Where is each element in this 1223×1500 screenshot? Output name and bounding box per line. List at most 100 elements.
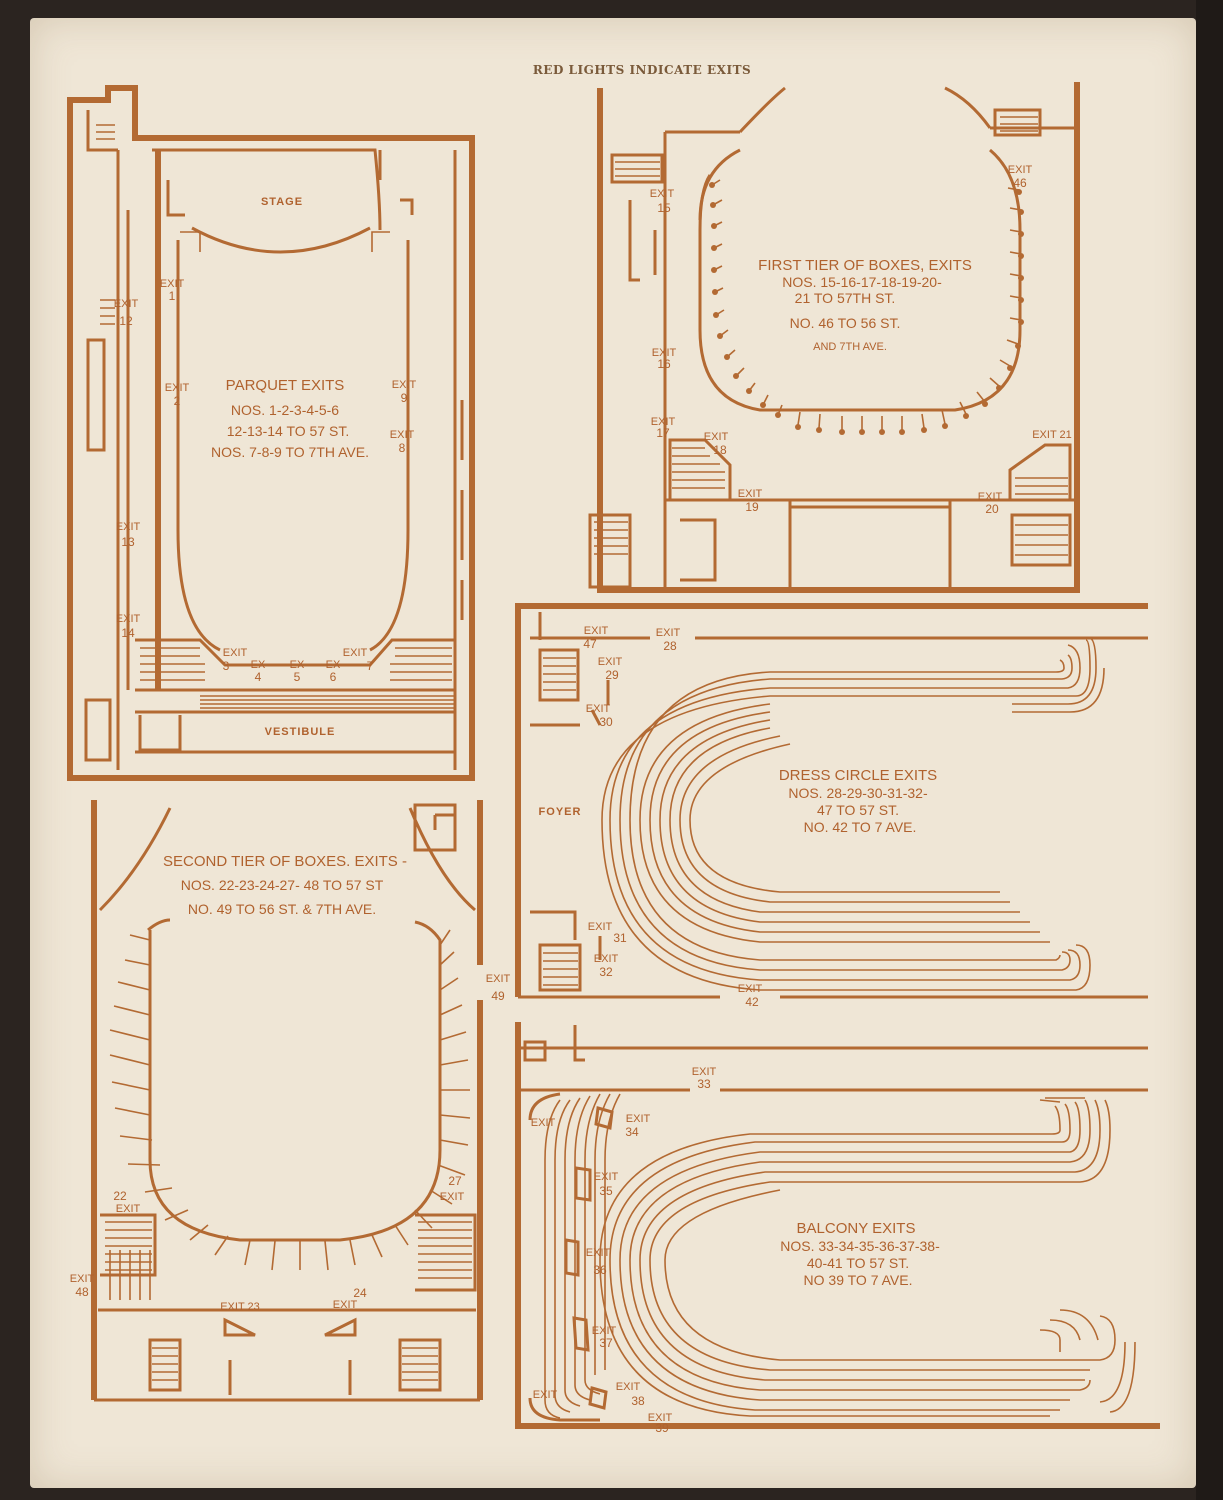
dress-circle-plan: FOYER DRESS CIRCLE EXITS NOS. 28-29-30-3… <box>515 603 1148 1009</box>
dress-circle-line-3: NO. 42 TO 7 AVE. <box>804 819 917 835</box>
svg-text:13: 13 <box>121 535 135 549</box>
svg-text:15: 15 <box>657 201 671 215</box>
vestibule-label: VESTIBULE <box>265 726 336 738</box>
svg-text:EXIT: EXIT <box>616 1381 641 1393</box>
svg-text:19: 19 <box>745 500 759 514</box>
svg-text:EXIT: EXIT <box>626 1113 651 1125</box>
svg-text:EXIT: EXIT <box>650 188 675 200</box>
svg-text:EXIT: EXIT <box>165 382 190 394</box>
svg-text:8: 8 <box>399 441 406 455</box>
exit-13: EXIT 13 <box>116 521 141 549</box>
svg-text:32: 32 <box>599 965 613 979</box>
balcony-line-1: NOS. 33-34-35-36-37-38- <box>780 1238 940 1254</box>
svg-text:EXIT: EXIT <box>978 491 1003 503</box>
second-tier-line-2: NO. 49 TO 56 ST. & 7TH AVE. <box>188 901 376 917</box>
parquet-plan: STAGE VESTIBULE PARQUET EXITS NOS. 1-2-3… <box>67 85 475 781</box>
exit-balcony-bottom: EXIT <box>533 1389 558 1401</box>
exit-4: EX4 <box>251 659 266 684</box>
svg-text:16: 16 <box>657 357 671 371</box>
svg-text:37: 37 <box>599 1336 613 1350</box>
svg-text:31: 31 <box>613 931 627 945</box>
second-tier-line-1: NOS. 22-23-24-27- 48 TO 57 ST <box>181 877 384 893</box>
second-tier-box-ticks <box>109 929 471 1271</box>
svg-text:EXIT: EXIT <box>486 973 511 985</box>
svg-text:28: 28 <box>663 639 677 653</box>
exit-6: EX6 <box>326 659 341 684</box>
svg-text:EXIT: EXIT <box>70 1273 95 1285</box>
balcony-plan: BALCONY EXITS NOS. 33-34-35-36-37-38- 40… <box>515 1022 1160 1435</box>
svg-text:4: 4 <box>255 670 262 684</box>
first-tier-line-2: 21 TO 57TH ST. <box>795 290 896 306</box>
svg-text:EXIT: EXIT <box>116 613 141 625</box>
binding-spine <box>1196 0 1223 1500</box>
svg-text:EXIT: EXIT <box>704 431 729 443</box>
svg-text:EXIT: EXIT <box>390 429 415 441</box>
svg-text:EX: EX <box>251 659 266 671</box>
svg-text:22: 22 <box>113 1189 127 1203</box>
svg-text:35: 35 <box>599 1184 613 1198</box>
parquet-line-3: NOS. 7-8-9 TO 7TH AVE. <box>211 444 369 460</box>
svg-text:20: 20 <box>985 502 999 516</box>
svg-text:46: 46 <box>1013 176 1027 190</box>
svg-text:EXIT: EXIT <box>656 627 681 639</box>
svg-text:33: 33 <box>697 1077 711 1091</box>
svg-text:30: 30 <box>599 715 613 729</box>
svg-text:EXIT: EXIT <box>594 1171 619 1183</box>
svg-text:47: 47 <box>583 637 597 651</box>
svg-text:EXIT: EXIT <box>116 521 141 533</box>
svg-text:27: 27 <box>448 1174 462 1188</box>
svg-text:5: 5 <box>294 670 301 684</box>
foyer-label: FOYER <box>539 806 582 818</box>
svg-text:EXIT: EXIT <box>588 921 613 933</box>
dress-circle-seat-rows <box>601 637 1105 991</box>
first-tier-line-1: NOS. 15-16-17-18-19-20- <box>782 274 942 290</box>
svg-text:EXIT: EXIT <box>652 347 677 359</box>
svg-text:EXIT: EXIT <box>223 647 248 659</box>
svg-text:EX: EX <box>290 659 305 671</box>
svg-text:EXIT: EXIT <box>692 1066 717 1078</box>
exit-23: EXIT 23 <box>220 1301 260 1313</box>
page-header: RED LIGHTS INDICATE EXITS <box>533 63 751 77</box>
svg-text:EXIT: EXIT <box>598 656 623 668</box>
svg-text:18: 18 <box>713 443 727 457</box>
svg-text:EXIT: EXIT <box>584 625 609 637</box>
balcony-line-3: NO 39 TO 7 AVE. <box>804 1272 913 1288</box>
svg-text:EXIT: EXIT <box>592 1325 617 1337</box>
svg-text:14: 14 <box>121 626 135 640</box>
svg-text:EXIT: EXIT <box>440 1191 465 1203</box>
dress-circle-title: DRESS CIRCLE EXITS <box>779 767 937 784</box>
svg-text:42: 42 <box>745 995 759 1009</box>
svg-text:EXIT: EXIT <box>160 278 185 290</box>
svg-text:EXIT: EXIT <box>738 983 763 995</box>
svg-text:EXIT: EXIT <box>343 647 368 659</box>
svg-text:7: 7 <box>367 659 374 673</box>
svg-text:EXIT: EXIT <box>333 1299 358 1311</box>
svg-text:EXIT: EXIT <box>586 1247 611 1259</box>
svg-text:3: 3 <box>223 659 230 673</box>
dress-circle-line-2: 47 TO 57 ST. <box>817 802 899 818</box>
svg-text:24: 24 <box>353 1286 367 1300</box>
dress-circle-line-1: NOS. 28-29-30-31-32- <box>788 785 928 801</box>
svg-text:29: 29 <box>605 668 619 682</box>
svg-text:EXIT: EXIT <box>648 1412 673 1424</box>
